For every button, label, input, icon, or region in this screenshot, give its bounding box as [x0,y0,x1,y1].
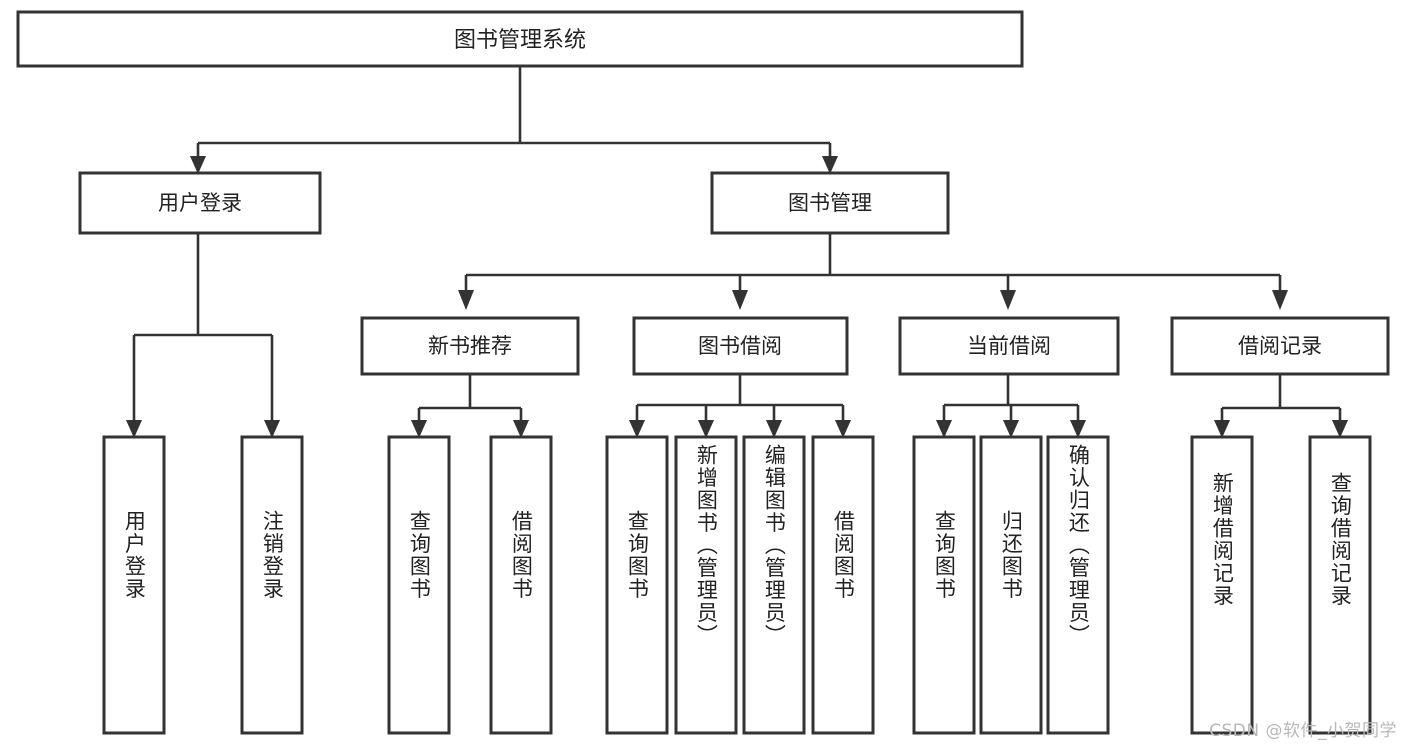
node-new-book-label: 新书推荐 [428,334,512,358]
connector-group-borrow [629,375,851,438]
node-record[interactable]: 借阅记录 [1170,316,1390,376]
arrow-to-leaf-logout [264,420,280,438]
leaf-boxes [102,435,1372,735]
leaf-logout-box[interactable] [240,435,304,735]
leaf-cu-return-box[interactable] [979,435,1043,735]
arrow-to-cu-confirm [1070,420,1086,438]
arrow-to-new-book [458,290,474,310]
arrow-to-bo-query [629,420,645,438]
arrow-to-record [1272,290,1288,310]
connector-group-current [936,375,1086,438]
node-book-mgmt[interactable]: 图书管理 [710,171,950,235]
node-borrow[interactable]: 图书借阅 [632,316,849,376]
node-current-label: 当前借阅 [967,334,1051,358]
node-user-login[interactable]: 用户登录 [78,171,322,235]
connector-group-book-mgmt [458,233,1288,310]
node-user-login-label: 用户登录 [158,191,242,215]
node-new-book[interactable]: 新书推荐 [360,316,580,376]
arrow-to-bo-borrow [835,420,851,438]
node-root-box[interactable] [16,10,1024,68]
node-new-book-box[interactable] [360,316,580,376]
leaf-cu-query-box[interactable] [912,435,976,735]
leaf-user-login-box[interactable] [102,435,166,735]
arrow-to-book-mgmt [822,156,838,174]
leaf-bo-borrow-box[interactable] [811,435,875,735]
leaf-rec-query-box[interactable] [1308,435,1372,735]
connector-group-record [1214,375,1348,438]
connector-group-new-book [411,375,529,438]
arrow-to-bo-edit [766,420,782,438]
arrow-to-borrow [732,290,748,310]
node-root-label: 图书管理系统 [454,28,586,53]
arrow-to-nb-query [411,420,427,438]
node-root[interactable]: 图书管理系统 [16,10,1024,68]
arrow-to-user-login [190,156,206,174]
leaf-nb-borrow-box[interactable] [489,435,553,735]
arrow-to-cu-query [936,420,952,438]
leaf-rec-add-box[interactable] [1190,435,1254,735]
leaf-cu-confirm-box[interactable] [1046,435,1110,735]
node-current[interactable]: 当前借阅 [898,316,1120,376]
node-record-box[interactable] [1170,316,1390,376]
arrow-to-rec-query [1332,420,1348,438]
arrow-to-bo-add [698,420,714,438]
connector-group-user-login [126,233,280,438]
leaf-bo-add-box[interactable] [674,435,738,735]
node-borrow-label: 图书借阅 [698,334,782,358]
node-book-mgmt-box[interactable] [710,171,950,235]
arrow-to-cu-return [1003,420,1019,438]
node-record-label: 借阅记录 [1238,334,1322,358]
connector-group-root [190,66,838,174]
node-current-box[interactable] [898,316,1120,376]
node-book-mgmt-label: 图书管理 [788,191,872,215]
node-user-login-box[interactable] [78,171,322,235]
leaf-bo-query-box[interactable] [605,435,669,735]
arrow-to-current [1000,290,1016,310]
node-borrow-box[interactable] [632,316,849,376]
leaf-nb-query-box[interactable] [387,435,451,735]
arrow-to-nb-borrow [513,420,529,438]
leaf-bo-edit-box[interactable] [742,435,806,735]
arrow-to-leaf-user-login [126,420,142,438]
arrow-to-rec-add [1214,420,1230,438]
